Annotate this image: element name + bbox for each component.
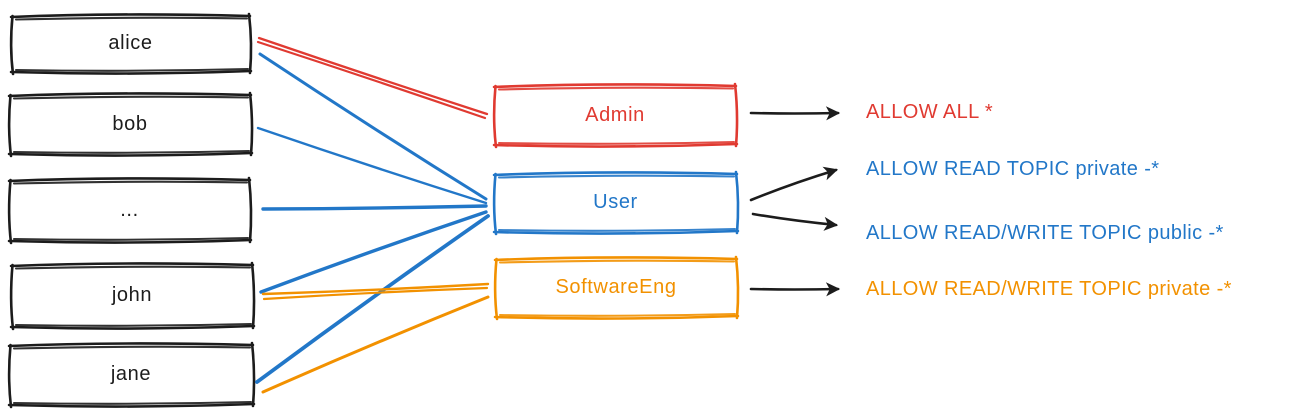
role-box-admin: Admin bbox=[495, 85, 735, 145]
permission-read-private: ALLOW READ TOPIC private -* bbox=[866, 158, 1160, 180]
user-box-jane: jane bbox=[10, 344, 252, 405]
role-box-user: User bbox=[495, 173, 736, 232]
role-label-softwareeng: SoftwareEng bbox=[555, 276, 677, 298]
permission-readwrite-public: ALLOW READ/WRITE TOPIC public -* bbox=[866, 222, 1224, 244]
user-label-jane: jane bbox=[110, 363, 152, 385]
role-label-admin: Admin bbox=[585, 103, 645, 126]
role-label-user: User bbox=[593, 191, 638, 213]
user-box-bob: bob bbox=[10, 94, 250, 154]
user-box-john: john bbox=[12, 264, 252, 327]
user-box-alice: alice bbox=[12, 15, 249, 72]
role-box-softwareeng: SoftwareEng bbox=[496, 258, 736, 317]
user-box-ellipsis: ... bbox=[10, 179, 249, 241]
user-label-alice: alice bbox=[108, 32, 153, 54]
user-label-bob: bob bbox=[112, 112, 148, 135]
permission-allow-all: ALLOW ALL * bbox=[866, 101, 994, 123]
user-label-john: john bbox=[111, 284, 153, 306]
user-label-ellipsis: ... bbox=[120, 198, 139, 221]
permission-readwrite-private: ALLOW READ/WRITE TOPIC private -* bbox=[866, 278, 1232, 300]
